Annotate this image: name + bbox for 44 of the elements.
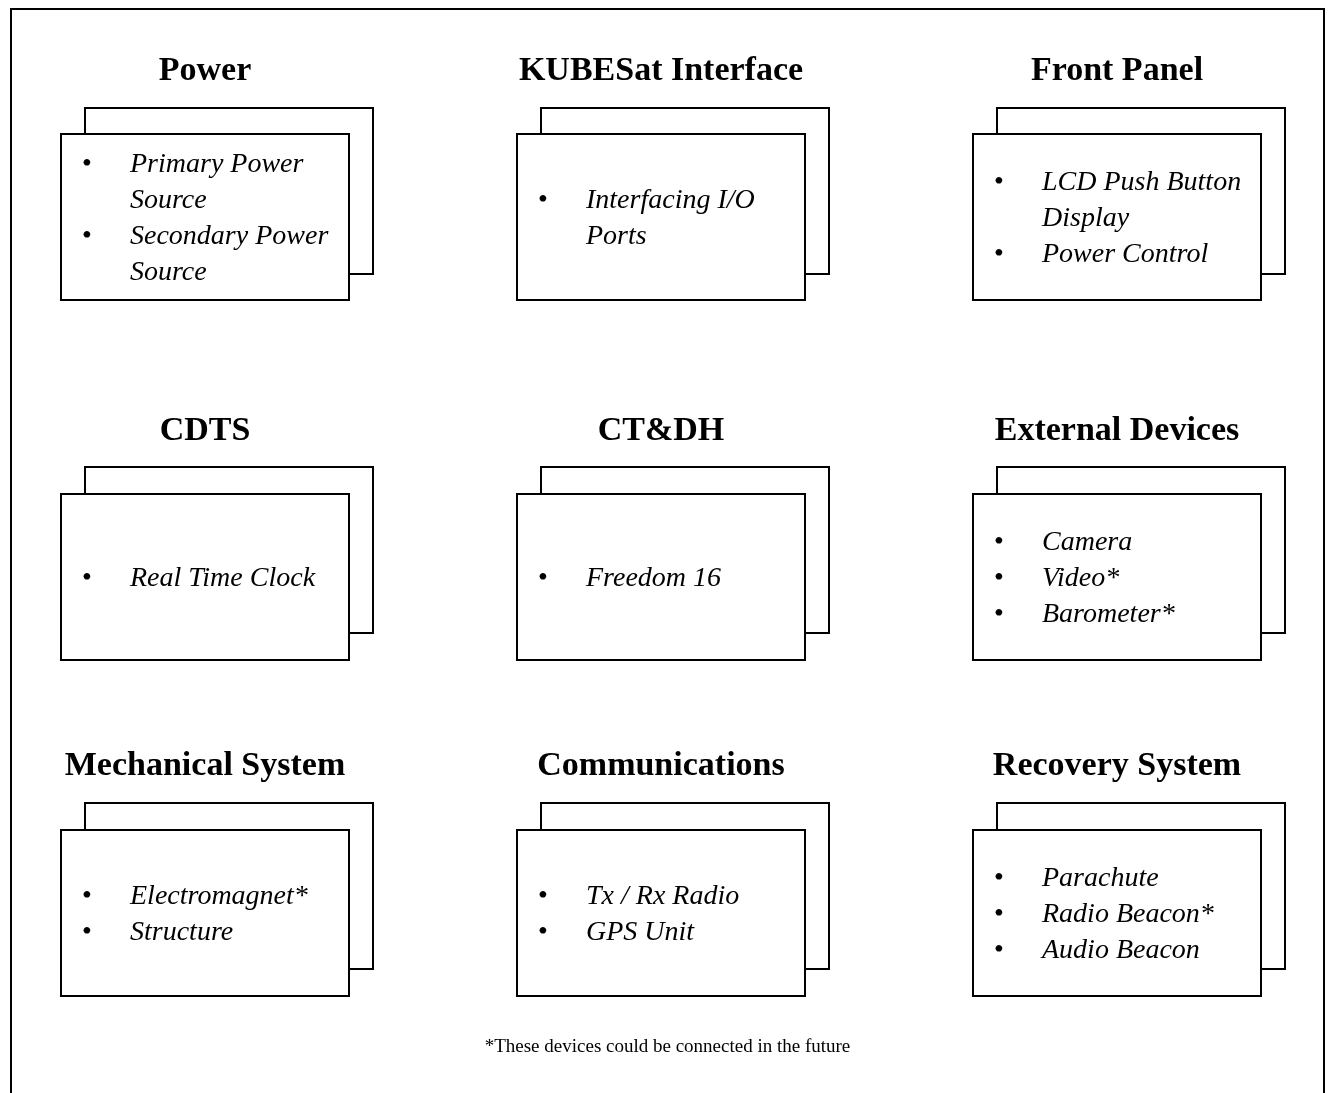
bullet-text: Video* xyxy=(1042,560,1120,594)
bullet-text: Real Time Clock xyxy=(130,560,316,594)
bullet-mark: • xyxy=(538,182,549,216)
bullet-text: Tx / Rx Radio xyxy=(586,878,740,912)
bullet-text: Audio Beacon xyxy=(1042,932,1200,966)
bullet-text: GPS Unit xyxy=(586,914,695,948)
bullet-text: Power Control xyxy=(1042,236,1209,270)
bullet-mark: • xyxy=(82,560,93,594)
bullet-text: Electromagnet* xyxy=(130,878,308,912)
bullet-mark: • xyxy=(538,560,549,594)
bullet-text: Interfacing I/O Ports xyxy=(586,182,756,252)
bullet-mark: • xyxy=(994,896,1005,930)
bullet-text: Parachute xyxy=(1042,860,1159,894)
bullet-text: Structure xyxy=(130,914,234,948)
section-heading: CT&DH xyxy=(596,409,726,449)
bullet-mark: • xyxy=(538,878,549,912)
section-heading: Mechanical System xyxy=(63,744,347,784)
bullet-mark: • xyxy=(82,218,93,252)
bullet-text: LCD Push Button Display xyxy=(1042,164,1243,234)
bullet-text: Barometer* xyxy=(1042,596,1175,630)
bullet-mark: • xyxy=(994,164,1005,198)
bullet-mark: • xyxy=(994,932,1005,966)
section-heading: CDTS xyxy=(158,409,252,449)
bullet-text: Camera xyxy=(1042,524,1133,558)
bullet-mark: • xyxy=(538,914,549,948)
bullet-mark: • xyxy=(994,860,1005,894)
bullet-mark: • xyxy=(82,146,93,180)
section-heading: Power xyxy=(157,49,253,89)
bullet-mark: • xyxy=(994,524,1005,558)
bullet-mark: • xyxy=(994,236,1005,270)
section-heading: Communications xyxy=(536,744,786,784)
section-heading: KUBESat Interface xyxy=(517,49,805,89)
bullet-mark: • xyxy=(82,914,93,948)
bullet-mark: • xyxy=(994,560,1005,594)
bullet-text: Primary Power Source xyxy=(130,146,305,216)
section-heading: Recovery System xyxy=(991,744,1243,784)
bullet-mark: • xyxy=(82,878,93,912)
section-heading: External Devices xyxy=(993,409,1241,449)
bullet-mark: • xyxy=(994,596,1005,630)
bullet-text: Radio Beacon* xyxy=(1042,896,1214,930)
footnote: *These devices could be connected in the future xyxy=(483,1035,852,1057)
bullet-text: Freedom 16 xyxy=(586,560,722,594)
section-heading: Front Panel xyxy=(1029,49,1205,89)
bullet-text: Secondary Power Source xyxy=(130,218,330,288)
